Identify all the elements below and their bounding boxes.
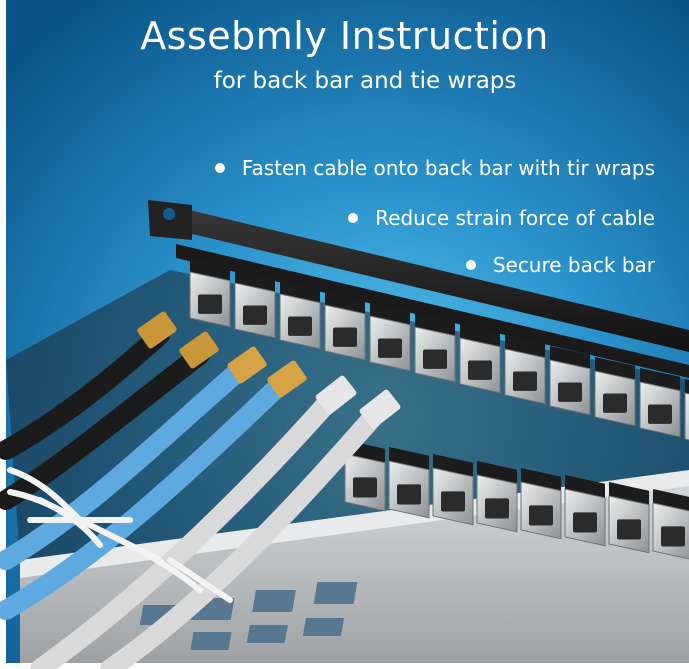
bullet-item: Secure back bar bbox=[465, 253, 655, 277]
keystone-jack bbox=[189, 258, 231, 328]
keystone-jack bbox=[234, 269, 276, 339]
keystone-jack bbox=[459, 324, 501, 394]
bullet-text: Reduce strain force of cable bbox=[375, 206, 655, 230]
keystone-jack bbox=[344, 440, 386, 512]
bullet-dot-icon bbox=[214, 163, 225, 173]
keystone-jack bbox=[432, 454, 474, 526]
keystone-jack bbox=[608, 482, 650, 554]
keystone-jack bbox=[594, 357, 636, 427]
keystone-jack bbox=[279, 280, 321, 350]
tie-wraps bbox=[7, 467, 233, 603]
keystone-jack bbox=[639, 368, 681, 438]
bullet-text: Fasten cable onto back bar with tir wrap… bbox=[241, 156, 655, 180]
keystone-jack bbox=[564, 475, 606, 547]
bullet-dot-icon bbox=[348, 213, 359, 223]
keystone-jack bbox=[476, 461, 518, 533]
bullet-item: Fasten cable onto back bar with tir wrap… bbox=[214, 156, 655, 180]
bullet-dot-icon bbox=[465, 260, 476, 270]
keystone-grid bbox=[189, 258, 689, 560]
keystone-jack bbox=[414, 313, 456, 383]
page-title: Assebmly Instruction bbox=[140, 14, 549, 58]
bullet-text: Secure back bar bbox=[492, 253, 655, 277]
keystone-jack bbox=[324, 291, 366, 361]
keystone-jack bbox=[549, 346, 591, 416]
keystone-jack bbox=[504, 335, 546, 405]
page-subtitle: for back bar and tie wraps bbox=[213, 68, 517, 94]
cables bbox=[0, 311, 401, 669]
keystone-jack bbox=[684, 379, 689, 441]
keystone-jack bbox=[520, 468, 562, 540]
back-bar bbox=[148, 200, 689, 378]
keystone-jack bbox=[388, 447, 430, 519]
keystone-jack bbox=[652, 489, 689, 560]
keystone-jack bbox=[369, 302, 411, 372]
bullet-item: Reduce strain force of cable bbox=[348, 206, 655, 230]
